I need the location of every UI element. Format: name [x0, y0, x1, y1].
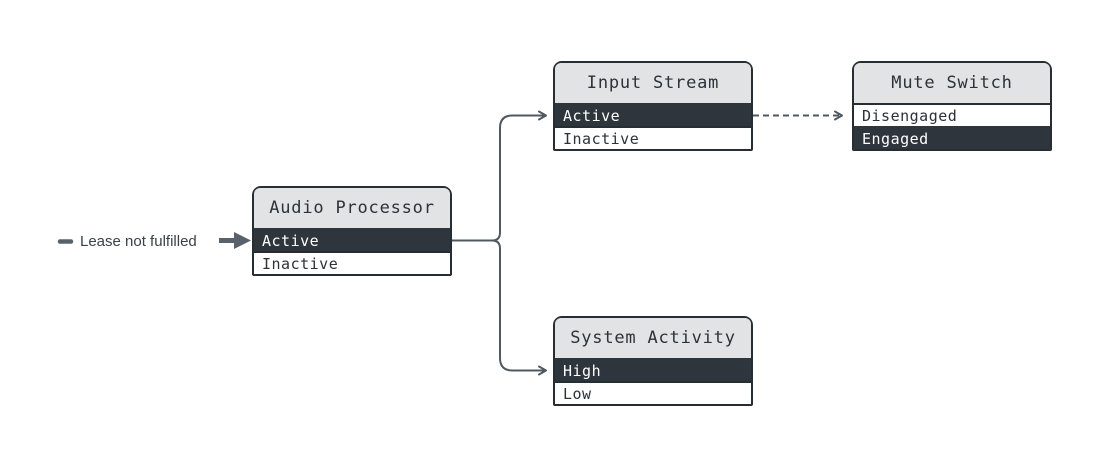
edge-audio-to-input: [452, 110, 547, 242]
node-title: System Activity: [555, 318, 751, 358]
node-mute-switch: Mute Switch Disengaged Engaged: [852, 61, 1052, 151]
edge-audio-to-system: [491, 239, 547, 376]
node-title: Audio Processor: [254, 188, 450, 228]
node-system-activity: System Activity High Low: [553, 316, 753, 406]
node-title: Input Stream: [555, 63, 751, 103]
node-row-high: High: [555, 358, 751, 381]
node-audio-processor: Audio Processor Active Inactive: [252, 186, 452, 276]
node-input-stream: Input Stream Active Inactive: [553, 61, 753, 151]
node-row-low: Low: [555, 381, 751, 404]
node-row-inactive: Inactive: [555, 126, 751, 149]
annotation-label: Lease not fulfilled: [80, 233, 197, 250]
node-row-inactive: Inactive: [254, 251, 450, 274]
node-title: Mute Switch: [854, 63, 1050, 103]
node-row-disengaged: Disengaged: [854, 103, 1050, 126]
node-row-active: Active: [555, 103, 751, 126]
node-row-engaged: Engaged: [854, 126, 1050, 149]
node-row-active: Active: [254, 228, 450, 251]
annotation-arrow-icon: [219, 232, 251, 249]
